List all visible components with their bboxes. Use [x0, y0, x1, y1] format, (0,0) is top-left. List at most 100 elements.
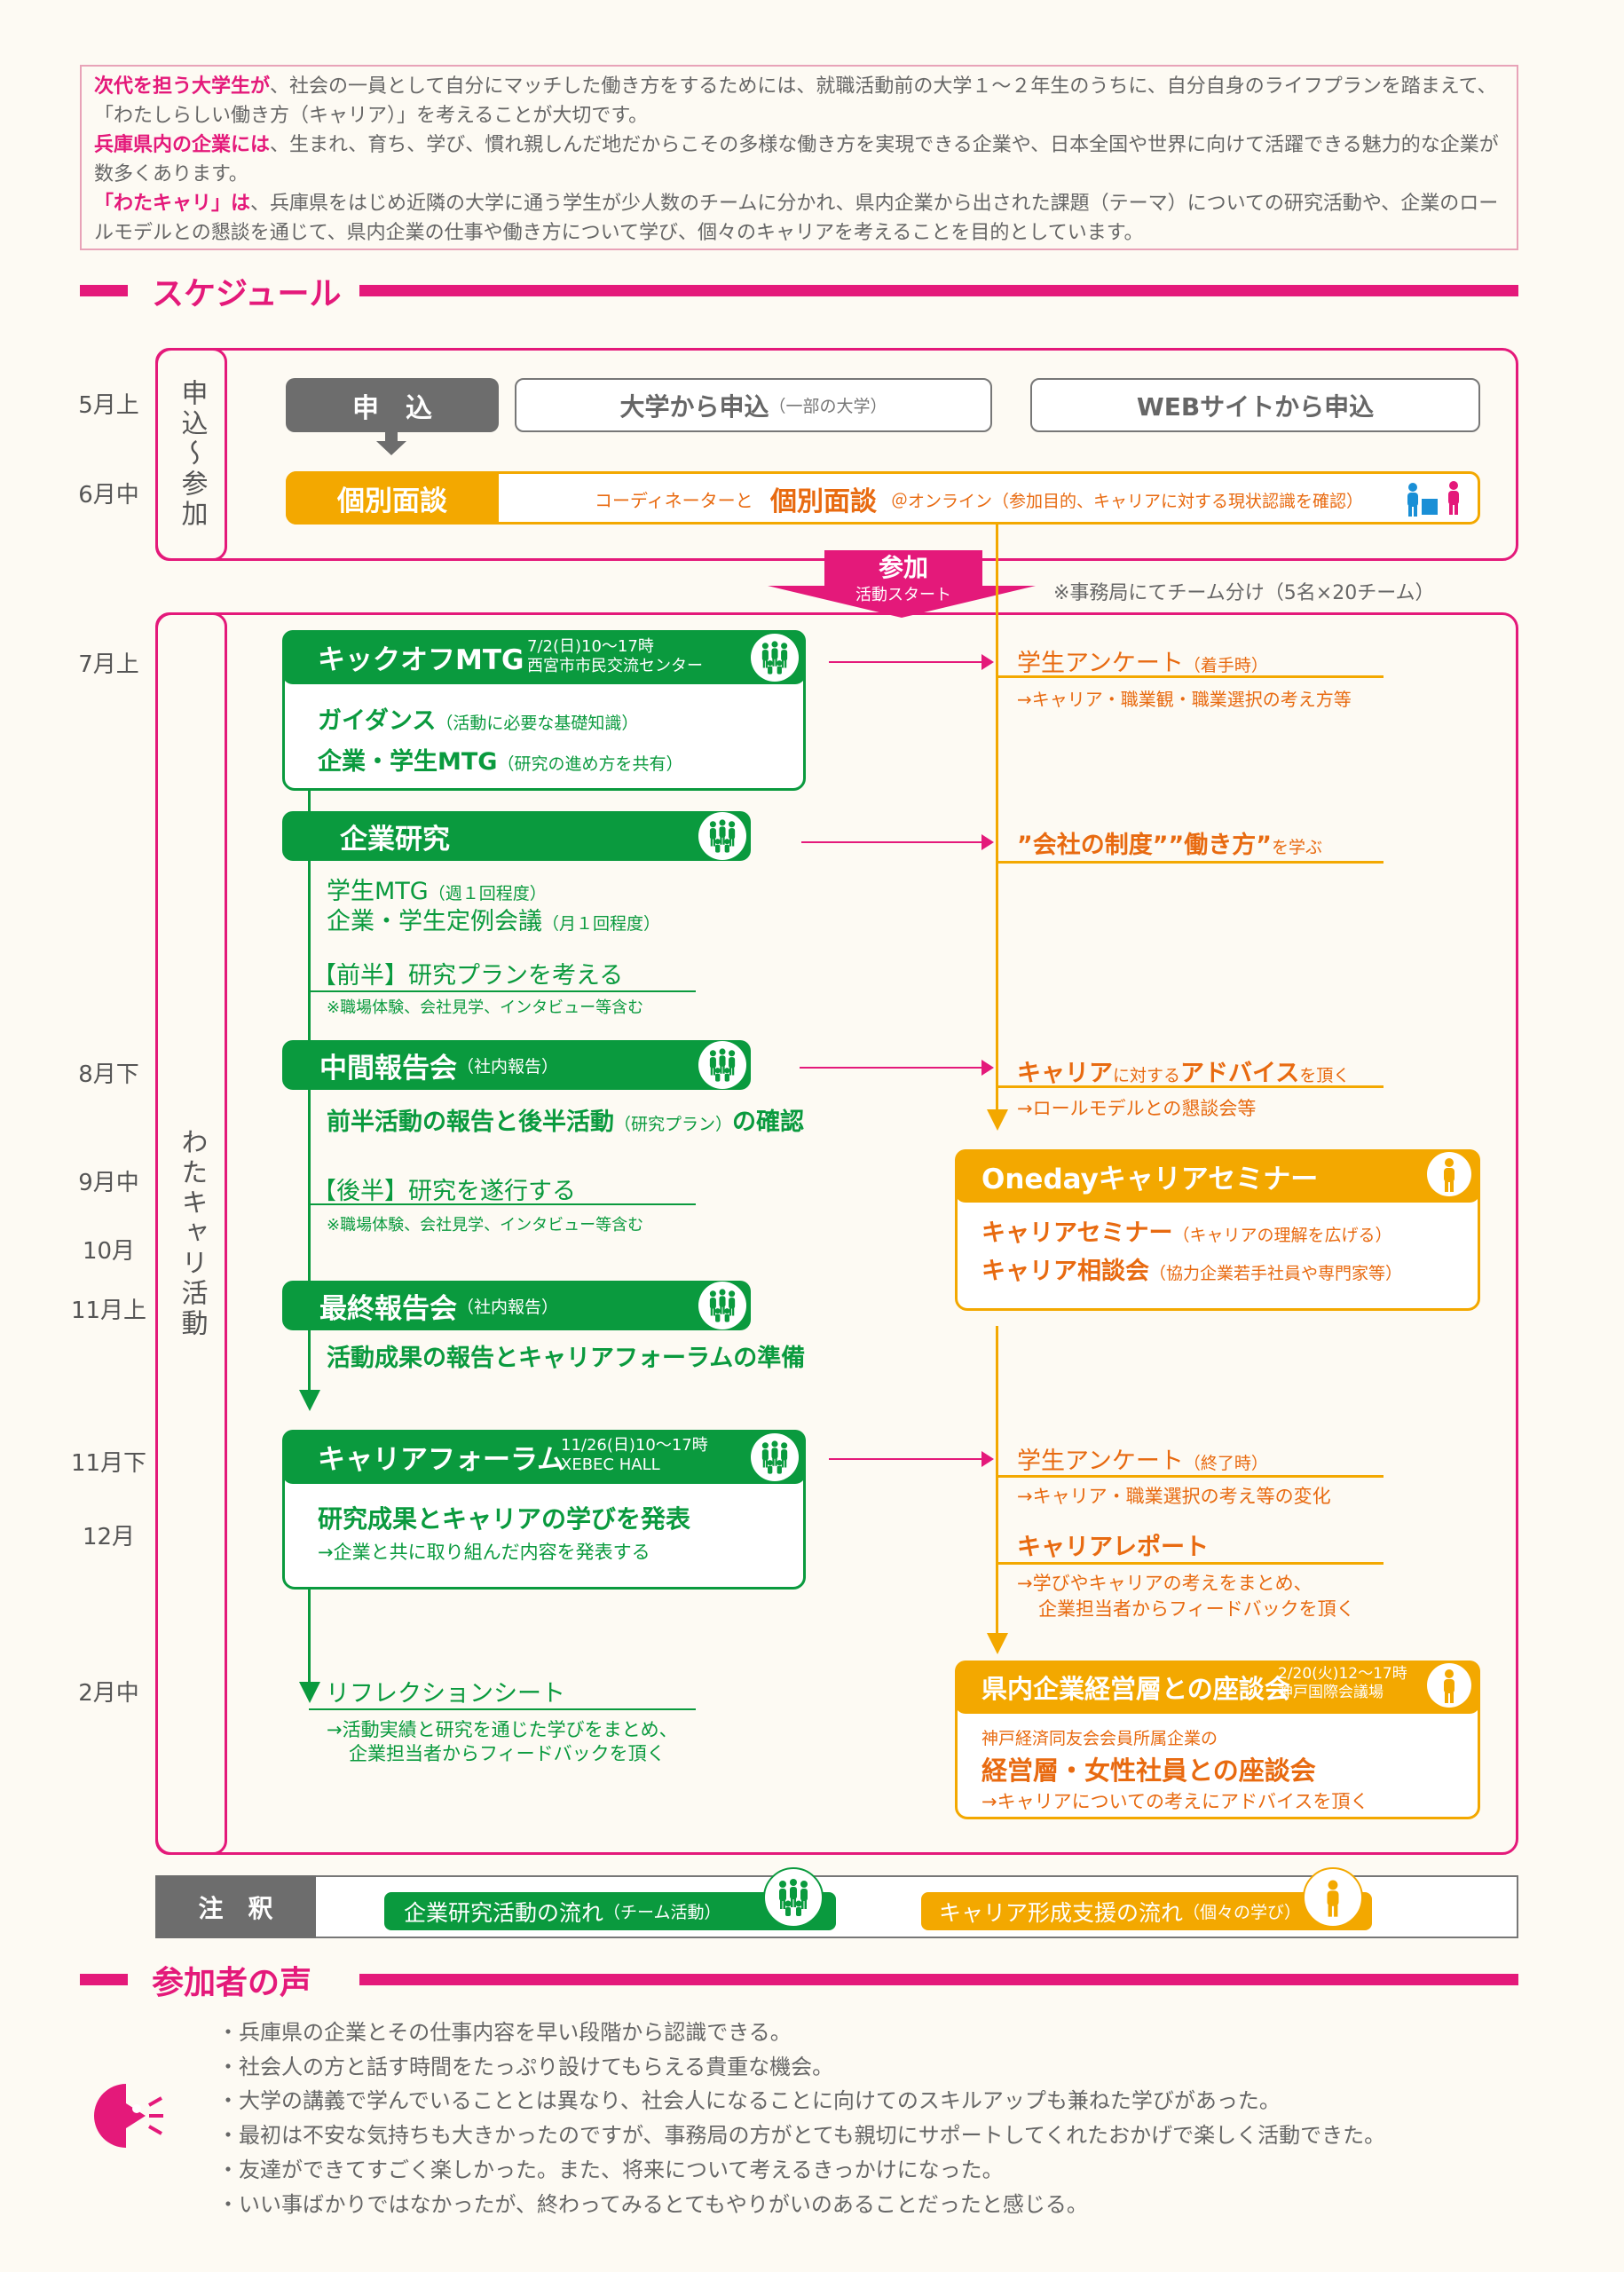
intro-highlight-1: 次代を担う大学生が	[94, 75, 271, 98]
career-consult-title: キャリア相談会	[981, 1258, 1149, 1285]
career-consult: キャリア相談会（協力企業若手社員や専門家等）	[981, 1251, 1402, 1286]
connector-arrow-icon	[981, 834, 994, 850]
apply-web-button[interactable]: WEBサイトから申込	[1030, 378, 1480, 432]
learn-title: ”会社の制度””働き方”	[1017, 832, 1272, 859]
mid-report-header: 中間報告会（社内報告）	[282, 1040, 751, 1090]
research-second-note: ※職場体験、会社見学、インタビュー等含む	[327, 1216, 644, 1235]
month-label: 6月中	[78, 482, 139, 509]
apply-university-button[interactable]: 大学から申込（一部の大学）	[515, 378, 992, 432]
voice-item: ・大学の講義で学んでいることとは異なり、社会人になることに向けてのスキルアップも…	[217, 2088, 1281, 2113]
research-title: 企業研究	[340, 823, 450, 856]
survey-start-title: 学生アンケート	[1017, 650, 1184, 677]
month-label: 7月上	[78, 651, 139, 678]
mtg-note: （研究の進め方を共有）	[497, 754, 683, 774]
oneday-title: Onedayキャリアセミナー	[981, 1163, 1319, 1195]
mid-text-a: 前半活動の報告と後半活動	[327, 1108, 614, 1136]
kickoff-datetime: 7/2(日)10～17時西宮市市民交流センター	[527, 637, 703, 676]
legend-green-sub: （チーム活動）	[603, 1903, 721, 1922]
voice-item: ・兵庫県の企業とその仕事内容を早い段階から認識できる。	[217, 2020, 792, 2045]
mid-report-sub: （社内報告）	[457, 1056, 559, 1077]
roundtable-line-3: →キャリアについての考えにアドバイスを頂く	[981, 1791, 1369, 1812]
section-rule	[359, 1974, 1518, 1985]
guidance-title: ガイダンス	[318, 707, 437, 735]
mid-text-end: の確認	[732, 1108, 805, 1136]
regular-meeting-note: （月１回程度）	[542, 914, 661, 934]
research-flow-line	[308, 1590, 311, 1685]
phase-activity-label: わたキャリ活動	[155, 612, 227, 1855]
section-rule	[359, 285, 1518, 296]
connector-line	[801, 841, 985, 843]
final-report-header: 最終報告会（社内報告）	[282, 1281, 751, 1330]
speaking-face-icon	[94, 2084, 163, 2148]
intro-text-2: 、生まれ、育ち、学び、慣れ親しんだ地だからこその多様な働き方を実現できる企業や、…	[94, 134, 1499, 185]
join-title: 参加	[878, 553, 928, 582]
person-icon	[1303, 1867, 1363, 1928]
legend-orange-sub: （個々の学び）	[1183, 1903, 1302, 1922]
forum-date: 11/26(日)10～17時	[561, 1436, 708, 1455]
regular-meeting-title: 企業・学生定例会議	[327, 908, 542, 935]
phase-apply-label: 申込～参加	[155, 348, 227, 561]
connector-line	[829, 661, 985, 663]
career-report-title: キャリアレポート	[1017, 1534, 1209, 1561]
voice-item: ・友達ができてすごく楽しかった。また、将来について考えるきっかけになった。	[217, 2158, 1004, 2182]
divider	[997, 1085, 1384, 1088]
reflection-note-2: 企業担当者からフィードバックを頂く	[349, 1743, 666, 1764]
forum-title: キャリアフォーラム	[318, 1444, 565, 1476]
career-seminar-title: キャリアセミナー	[981, 1219, 1173, 1247]
apply-label: 申 込	[286, 378, 499, 432]
apply-web-label: WEBサイトから申込	[1136, 391, 1375, 422]
survey-end-sub: （終了時）	[1183, 1454, 1268, 1473]
intro-highlight-2: 兵庫県内の企業には	[94, 134, 271, 156]
research-first-note: ※職場体験、会社見学、インタビュー等含む	[327, 998, 644, 1017]
phase-activity-text: わたキャリ活動	[176, 1128, 208, 1339]
divider	[997, 1475, 1384, 1478]
survey-end: 学生アンケート（終了時）	[1017, 1441, 1268, 1476]
kickoff-header: キックオフMTG	[282, 630, 806, 684]
month-label: 12月	[82, 1524, 136, 1550]
apply-university-label: 大学から申込	[619, 391, 769, 422]
roundtable-line-2: 経営層・女性社員との座談会	[981, 1755, 1316, 1786]
kickoff-title: キックオフMTG	[318, 644, 524, 676]
research-first-half: 【前半】研究プランを考える	[312, 962, 624, 990]
research-header: 企業研究	[282, 811, 751, 861]
team-icon	[751, 634, 799, 682]
intro-text-3: 、兵庫県をはじめ近隣の大学に通う学生が少人数のチームに分かれ、県内企業から出され…	[94, 193, 1499, 244]
career-flow-line	[996, 525, 998, 1112]
oneday-header: Onedayキャリアセミナー	[955, 1149, 1480, 1203]
divider	[997, 1562, 1384, 1565]
intro-box: 次代を担う大学生が、社会の一員として自分にマッチした働き方をするためには、就職活…	[80, 65, 1518, 250]
forum-header: キャリアフォーラム	[282, 1430, 806, 1484]
career-seminar: キャリアセミナー（キャリアの理解を広げる）	[981, 1213, 1391, 1248]
divider	[309, 1708, 696, 1710]
month-label: 2月中	[78, 1680, 139, 1707]
team-icon	[751, 1433, 799, 1481]
advice-t3: アドバイス	[1180, 1060, 1300, 1087]
month-label: 11月上	[70, 1298, 147, 1324]
roundtable-date: 2/20(火)12～17時	[1278, 1665, 1407, 1683]
forum-text: 研究成果とキャリアの学びを発表	[318, 1504, 691, 1534]
survey-end-title: 学生アンケート	[1017, 1448, 1184, 1475]
intro-highlight-3: 「わたキャリ」は	[94, 193, 251, 215]
divider	[997, 861, 1384, 864]
schedule-title: スケジュール	[152, 276, 342, 312]
voice-item: ・社会人の方と話す時間をたっぷり設けてもらえる貴重な機会。	[217, 2055, 834, 2079]
research-regular-meeting: 企業・学生定例会議（月１回程度）	[327, 902, 660, 936]
career-arrow-icon	[987, 1109, 1008, 1131]
learn-sub: を学ぶ	[1271, 838, 1322, 857]
forum-note: →企業と共に取り組んだ内容を発表する	[318, 1542, 650, 1563]
mid-text-note: （研究プラン）	[614, 1115, 733, 1134]
career-report-note-2: 企業担当者からフィードバックを頂く	[1038, 1598, 1355, 1620]
apply-arrow-stem	[385, 432, 398, 443]
kickoff-date: 7/2(日)10～17時	[527, 637, 654, 656]
month-label: 11月下	[70, 1450, 147, 1477]
learn-system: ”会社の制度””働き方”を学ぶ	[1017, 825, 1322, 860]
connector-arrow-icon	[981, 654, 994, 670]
voice-item: ・最初は不安な気持ちも大きかったのですが、事務局の方がとても親切にサポートしてく…	[217, 2123, 1386, 2148]
legend-orange-label: キャリア形成支援の流れ	[939, 1899, 1184, 1926]
research-second-half: 【後半】研究を遂行する	[312, 1178, 576, 1205]
interview-main: 個別面談	[770, 486, 877, 517]
connector-line	[829, 1458, 985, 1460]
reflection-note-1: →活動実績と研究を通じた学びをまとめ、	[327, 1719, 678, 1740]
section-marker	[80, 1974, 128, 1985]
